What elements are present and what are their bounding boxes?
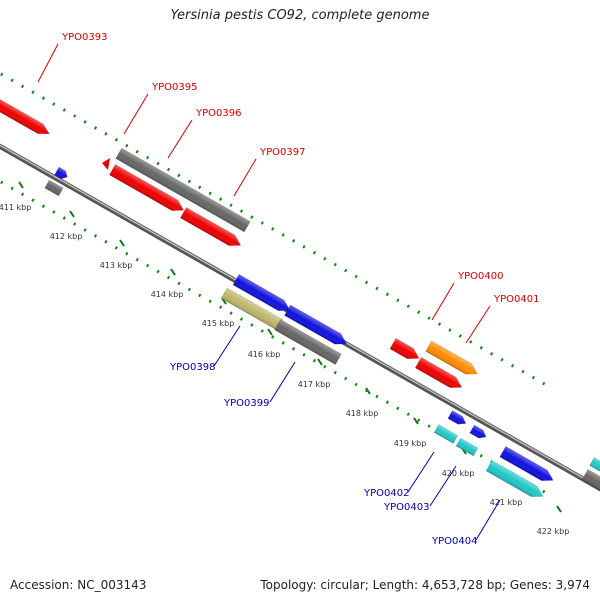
tick-mark	[267, 328, 273, 336]
gene-feature	[54, 166, 68, 180]
genome-summary-text: Topology: circular; Length: 4,653,728 bp…	[260, 578, 590, 592]
tick-mark	[119, 239, 125, 247]
gene-label: YPO0397	[259, 147, 305, 158]
gene-feature	[115, 147, 251, 233]
dotted-tracks	[0, 71, 555, 499]
dotted-track-2	[0, 179, 555, 499]
tick-label: 414 kbp	[151, 290, 184, 299]
gene-feature	[232, 274, 291, 311]
gene-features	[0, 93, 600, 497]
label-leader-line	[429, 465, 457, 507]
label-leader-line	[213, 325, 241, 367]
gene-feature	[425, 340, 478, 375]
tick-label: 416 kbp	[248, 350, 281, 359]
gene-feature	[485, 460, 544, 497]
label-leader-line	[407, 451, 435, 493]
gene-label: YPO0401	[493, 294, 539, 305]
gene-marker	[102, 158, 110, 170]
gene-label: YPO0396	[195, 108, 241, 119]
gene-labels: YPO0393YPO0395YPO0396YPO0397YPO0400YPO04…	[37, 32, 539, 547]
tick-label: 418 kbp	[346, 409, 379, 418]
gene-label: YPO0398	[169, 362, 215, 373]
accession-text: Accession: NC_003143	[10, 578, 147, 592]
gene-feature	[389, 338, 420, 359]
label-leader-line	[167, 119, 193, 159]
gene-feature	[581, 469, 600, 495]
dotted-track-1	[0, 71, 555, 391]
map-title: Yersinia pestis CO92, complete genome	[170, 8, 430, 23]
tick-mark	[18, 181, 24, 189]
tick-label: 420 kbp	[442, 469, 475, 478]
tick-label: 411 kbp	[0, 203, 31, 212]
label-leader-line	[123, 93, 149, 135]
gene-label: YPO0404	[431, 536, 477, 547]
label-leader-line	[233, 158, 257, 197]
gene-feature	[284, 304, 347, 345]
gene-label: YPO0395	[151, 82, 197, 93]
tick-mark	[170, 268, 176, 276]
gene-label: YPO0393	[61, 32, 107, 43]
gene-feature	[433, 424, 459, 444]
gene-feature	[0, 93, 50, 135]
label-leader-line	[465, 305, 491, 344]
label-leader-line	[269, 361, 296, 403]
tick-label: 421 kbp	[490, 498, 523, 507]
tick-mark	[365, 387, 371, 395]
gene-feature	[414, 357, 463, 388]
gene-label: YPO0399	[223, 398, 269, 409]
gene-feature	[469, 424, 487, 439]
gene-feature	[109, 164, 185, 211]
tick-mark	[556, 505, 562, 513]
gene-label: YPO0403	[383, 502, 429, 513]
tick-label: 419 kbp	[394, 439, 427, 448]
tick-label: 413 kbp	[100, 261, 133, 270]
tick-label: 422 kbp	[537, 527, 570, 536]
tick-mark	[413, 417, 419, 425]
gene-feature	[274, 319, 342, 365]
gene-feature	[447, 410, 467, 425]
gene-label: YPO0400	[457, 271, 503, 282]
tick-label: 412 kbp	[50, 232, 83, 241]
gene-feature	[499, 446, 554, 481]
gene-feature	[44, 179, 64, 197]
tick-label: 415 kbp	[202, 319, 235, 328]
gene-feature	[589, 457, 600, 473]
gene-feature	[455, 437, 479, 457]
gene-label: YPO0402	[363, 488, 409, 499]
tick-mark	[69, 210, 75, 218]
kbp-ticks: 411 kbp 412 kbp 413 kbp 414 kbp 415 kbp 416 k…	[0, 181, 570, 536]
label-leader-line	[475, 499, 501, 541]
gene-feature	[180, 207, 242, 246]
tick-label: 417 kbp	[298, 380, 331, 389]
label-leader-line	[37, 43, 59, 83]
label-leader-line	[431, 282, 455, 321]
tick-mark	[317, 358, 323, 366]
